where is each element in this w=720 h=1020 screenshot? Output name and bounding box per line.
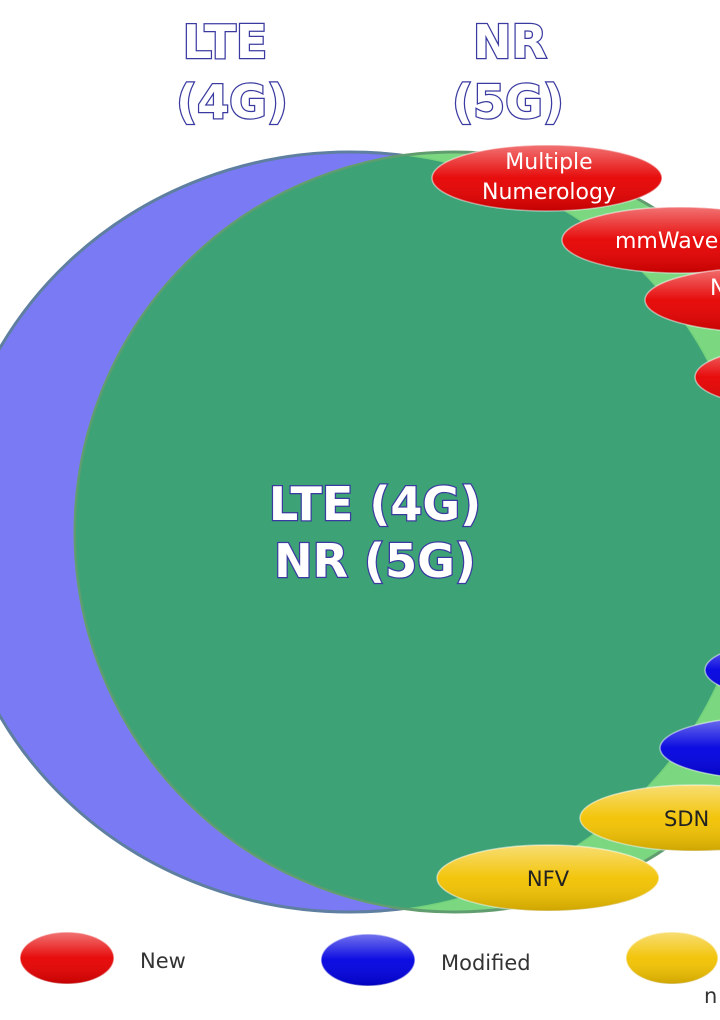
legend: New Modified n — [19, 931, 719, 1008]
center-label-line-2: NR (5G) — [274, 534, 476, 588]
pill-gloss — [645, 270, 720, 330]
feature-label: N — [710, 276, 720, 301]
legend-swatch-gloss — [321, 934, 415, 986]
feature-modified-1 — [704, 653, 720, 687]
pill-gloss — [660, 720, 720, 776]
feature-mmwave: mmWave — [561, 206, 720, 274]
feature-label: mmWave — [615, 229, 718, 254]
legend-item-unchanged: n — [625, 931, 719, 1008]
pill-gloss — [580, 785, 720, 851]
nr-title-line-2: (5G) — [452, 75, 564, 129]
legend-item-modified: Modified — [320, 933, 531, 987]
lte-title-line-2: (4G) — [176, 75, 288, 129]
pill-gloss — [562, 207, 720, 273]
legend-label-new: New — [140, 949, 186, 973]
feature-nfv: NFV — [436, 844, 660, 912]
nr-title-line-1: NR — [473, 15, 547, 69]
feature-modified-2 — [659, 719, 720, 777]
pill-gloss — [437, 845, 659, 911]
legend-swatch-gloss — [20, 932, 114, 984]
feature-label: NFV — [527, 867, 570, 891]
legend-swatch-gloss — [626, 932, 718, 984]
feature-label: Multiple — [505, 150, 592, 175]
legend-label-unchanged: n — [704, 984, 717, 1008]
feature-multiple-numerology: Multiple Numerology — [431, 144, 663, 212]
lte-title-line-1: LTE — [183, 15, 268, 69]
feature-label: Numerology — [482, 180, 616, 205]
feature-new-4 — [694, 355, 720, 399]
legend-label-modified: Modified — [441, 951, 531, 975]
pill-gloss — [695, 356, 720, 398]
nr-feature-list: Multiple Numerology mmWave N — [431, 144, 720, 912]
feature-sdn: SDN — [579, 784, 720, 852]
overlap-region — [75, 152, 720, 912]
feature-n: N — [644, 269, 720, 331]
center-label-line-1: LTE (4G) — [269, 477, 481, 531]
legend-item-new: New — [19, 931, 186, 985]
overlap-outline — [74, 151, 720, 913]
pill-gloss — [705, 654, 720, 686]
pill-gloss — [432, 145, 662, 211]
feature-label: SDN — [664, 807, 709, 831]
